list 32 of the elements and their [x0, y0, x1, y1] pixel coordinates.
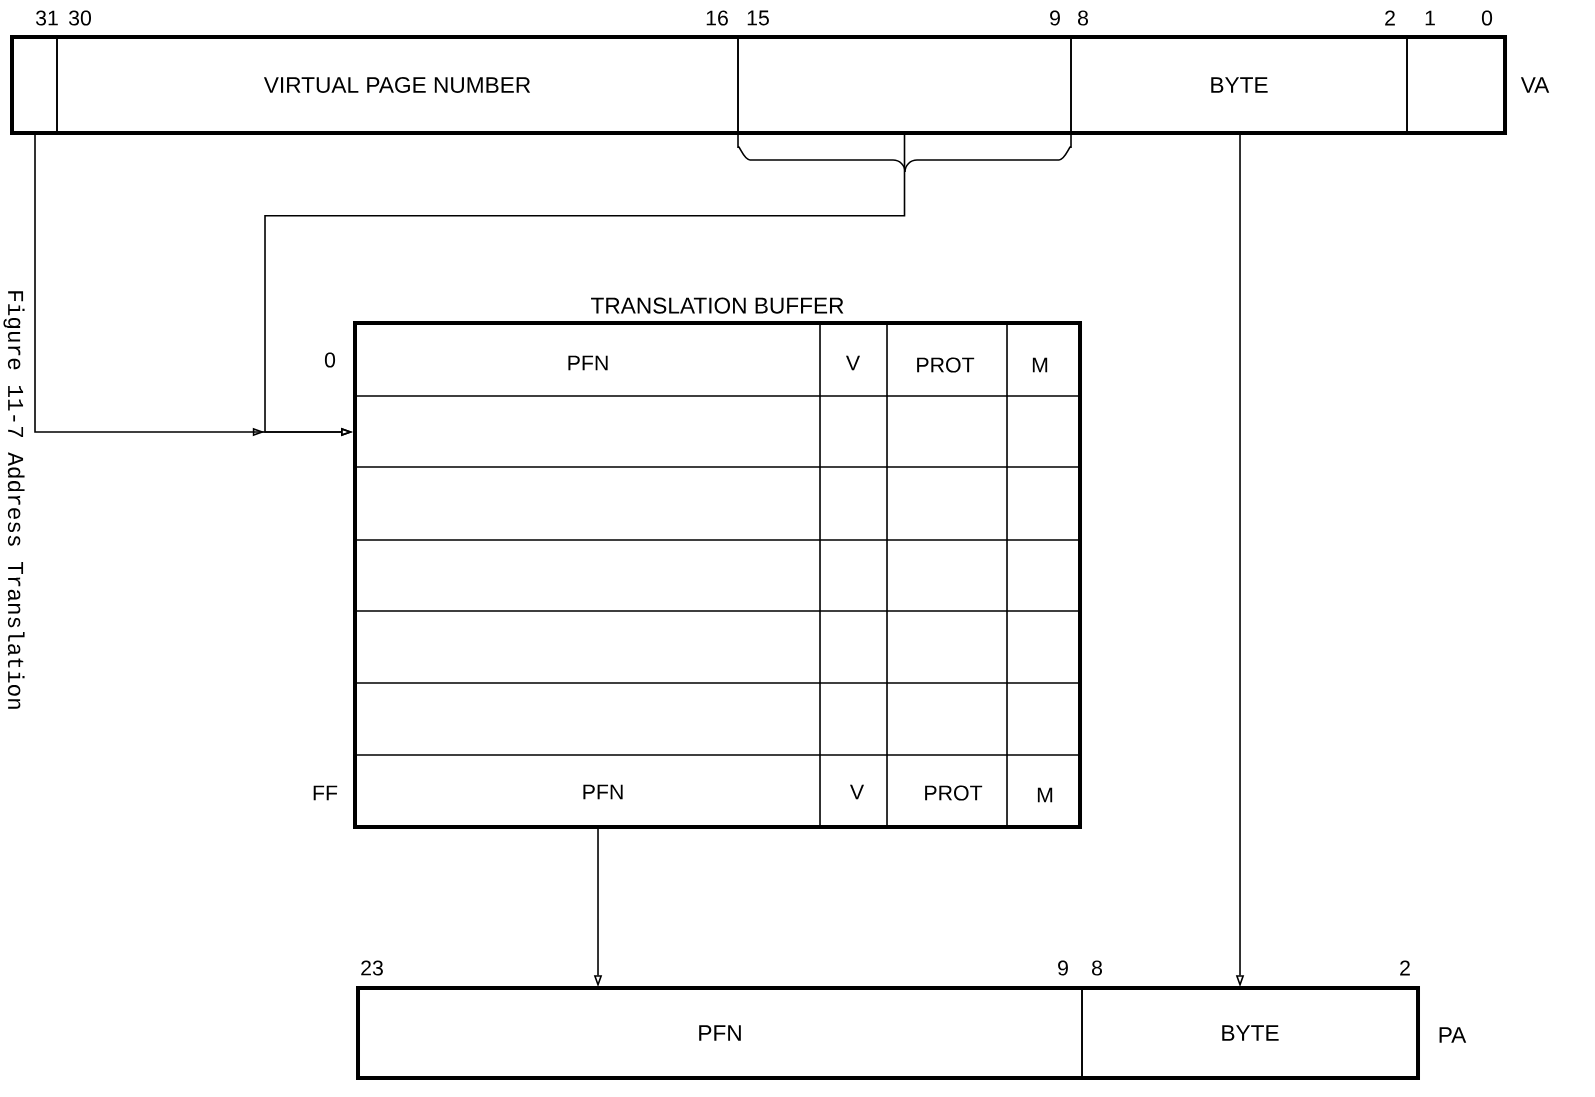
column-label: PROT [917, 357, 975, 373]
register-box [10, 35, 1507, 135]
bit-number: 30 [68, 10, 91, 26]
register-label: VA [1520, 77, 1550, 93]
column-label: M [1037, 787, 1053, 803]
field-box: VIRTUAL PAGE NUMBER [56, 36, 739, 134]
register-box [356, 986, 1420, 1080]
column-label: PFN [568, 355, 608, 371]
register-label: PA [1439, 1027, 1467, 1043]
field-box [1406, 36, 1506, 134]
bit-number: 1 [1425, 10, 1435, 26]
field-box [11, 36, 58, 134]
table-title: TRANSLATION BUFFER [591, 297, 844, 314]
column-label: PROT [925, 785, 983, 801]
field-box [737, 36, 1072, 134]
bit-number: 8 [1092, 960, 1102, 976]
column-label: V [850, 784, 865, 800]
bit-number: 9 [1050, 10, 1060, 26]
row-label: 0 [324, 352, 336, 368]
bit-number: 2 [1385, 10, 1395, 26]
bit-number: 31 [35, 10, 58, 26]
bit-number: 9 [1058, 960, 1068, 976]
bit-number: 8 [1078, 10, 1088, 26]
figure-caption: Figure 11-7 Address Translation [3, 291, 25, 709]
column-label: PFN [583, 784, 623, 800]
field-box: BYTE [1081, 987, 1419, 1079]
field-box: BYTE [1070, 36, 1408, 134]
field-box: PFN [357, 987, 1083, 1079]
column-label: V [846, 355, 861, 371]
column-label: M [1032, 357, 1048, 373]
bit-number: 15 [747, 10, 769, 26]
bit-number: 16 [706, 10, 728, 26]
